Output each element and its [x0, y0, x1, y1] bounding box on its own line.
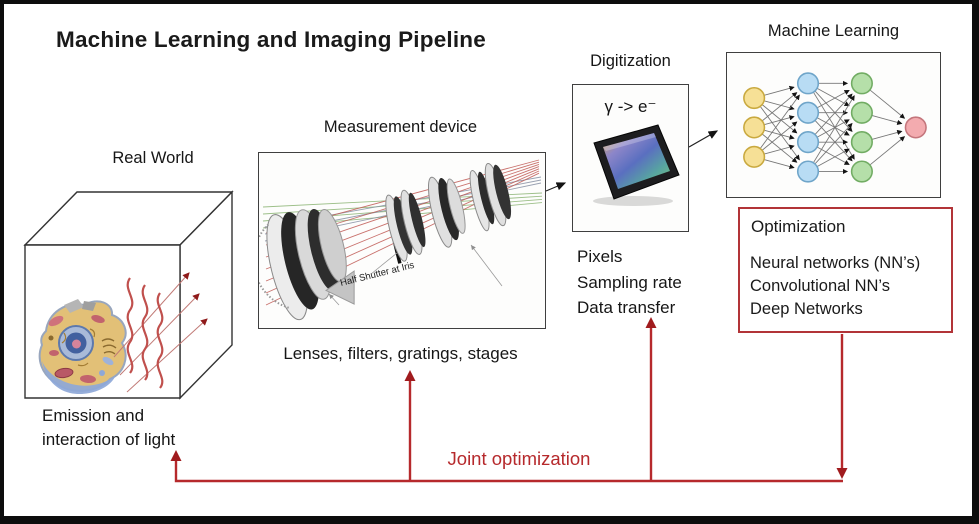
- nn-node-hidden-1: [796, 72, 820, 95]
- nn-node-input: [743, 145, 766, 168]
- lens-group-2: [385, 189, 426, 264]
- pixels-caption: Pixels Sampling rate Data transfer: [577, 244, 682, 321]
- optimization-title: Optimization: [751, 217, 846, 236]
- optimization-box: Optimization Neural networks (NN’s) Conv…: [738, 207, 953, 333]
- annotation-pointers: [328, 244, 503, 306]
- lens-group-4: [469, 162, 512, 232]
- nn-node-input: [743, 116, 766, 139]
- lenses-caption: Lenses, filters, gratings, stages: [283, 344, 518, 363]
- real-world-label: Real World: [112, 149, 194, 167]
- optimization-items: Neural networks (NN’s) Convolutional NN’…: [750, 252, 941, 321]
- page-title: Machine Learning and Imaging Pipeline: [56, 27, 486, 52]
- nn-node-hidden-2: [850, 131, 873, 154]
- nn-node-hidden-2: [850, 160, 873, 183]
- nn-node-hidden-2: [850, 72, 873, 95]
- nn-node-input: [743, 86, 766, 110]
- pixels-caption-line1: Pixels: [577, 247, 623, 266]
- nn-node-hidden-2: [850, 101, 873, 124]
- digitization-label: Digitization: [590, 52, 671, 70]
- digitization-box: γ -> e⁻: [572, 84, 689, 232]
- sensor-chip-icon: [592, 124, 680, 206]
- machine-learning-box: [726, 52, 941, 198]
- nn-node-hidden-1: [796, 131, 820, 154]
- lens-group-3: [427, 176, 466, 248]
- joint-optimization-feedback-lines: [174, 326, 844, 483]
- measurement-to-digitization-arrow: [545, 182, 567, 192]
- optimization-item-3: Deep Networks: [750, 300, 863, 318]
- real-world-cube-graphic: [23, 190, 234, 400]
- nn-node-hidden-1: [796, 160, 820, 183]
- cell-icon: [38, 299, 127, 395]
- neural-network-graphic: [743, 72, 927, 183]
- feedback-arrowheads: [170, 317, 848, 479]
- nn-node-hidden-1: [796, 101, 820, 124]
- machine-learning-label: Machine Learning: [767, 22, 900, 40]
- emission-caption-line1: Emission and: [42, 406, 145, 425]
- lens-system-graphic: Half Shutter at Iris: [259, 159, 543, 321]
- lens-group-1: [259, 209, 355, 321]
- measurement-device-label: Measurement device: [323, 118, 478, 136]
- pixels-caption-line2: Sampling rate: [577, 272, 682, 292]
- nn-node-output: [904, 116, 927, 139]
- digitization-to-ml-arrow: [688, 130, 719, 148]
- pixels-caption-line3: Data transfer: [577, 298, 676, 317]
- light-rays-icon: [113, 272, 208, 393]
- optimization-item-2: Convolutional NN’s: [750, 277, 891, 295]
- emission-caption: Emission and interaction of light: [42, 404, 175, 452]
- optimization-item-1: Neural networks (NN’s): [750, 254, 921, 272]
- measurement-device-box: Half Shutter at Iris: [258, 152, 546, 329]
- joint-optimization-label: Joint optimization: [447, 448, 591, 469]
- photon-to-electron-formula: γ -> e⁻: [604, 97, 657, 116]
- emission-caption-line2: interaction of light: [42, 430, 176, 449]
